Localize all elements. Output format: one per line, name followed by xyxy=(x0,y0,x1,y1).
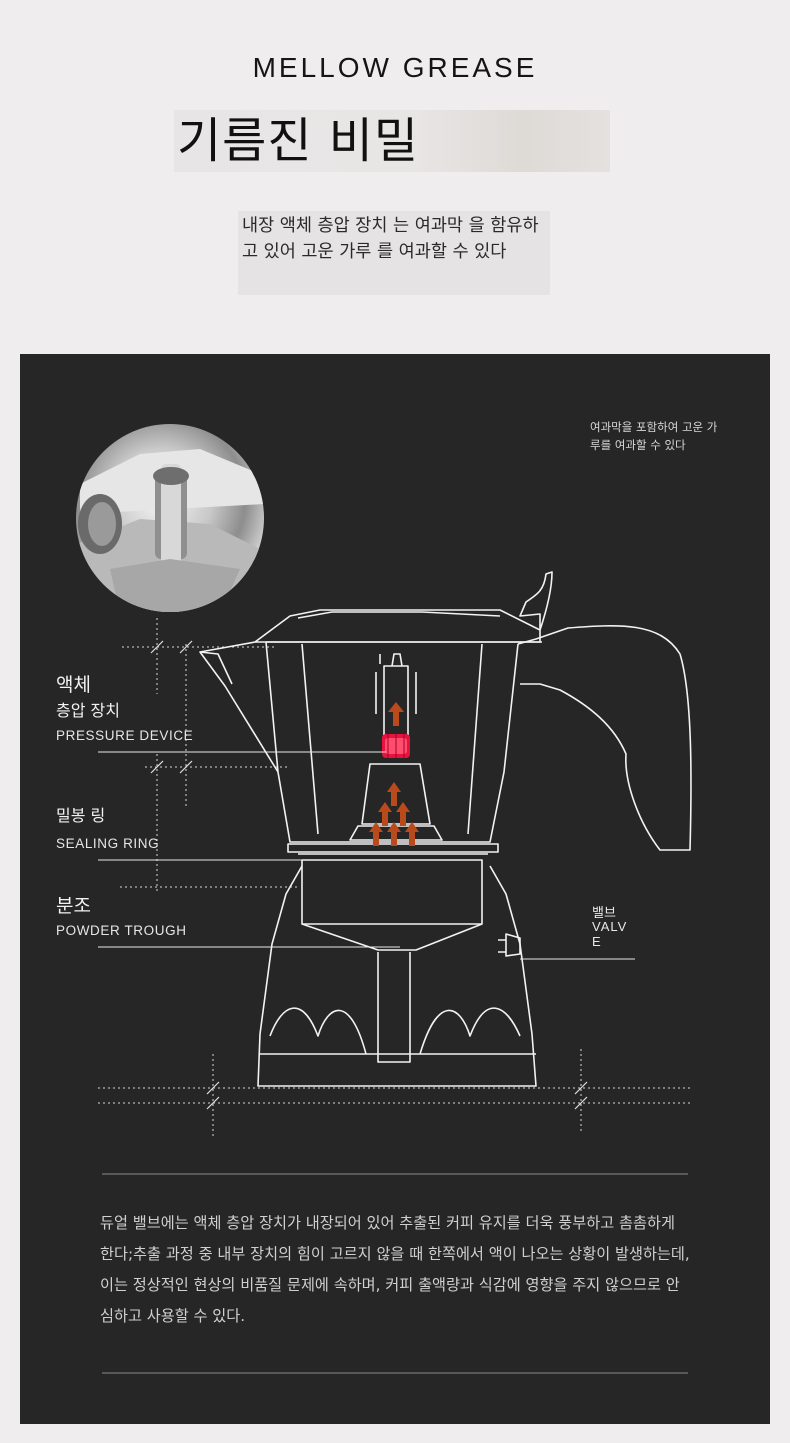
powder-label-ko: 분조 xyxy=(56,895,91,917)
diagram-panel: 여과막을 포함하여 고운 가루를 여과할 수 있다 액체 층압 장치 PRESS… xyxy=(20,354,770,1424)
pressure-label-ko-2: 층압 장치 xyxy=(56,701,120,720)
flow-arrows xyxy=(369,702,419,846)
dimension-ticks xyxy=(150,640,588,1110)
pressure-device xyxy=(382,734,410,758)
filter-note: 여과막을 포함하여 고운 가루를 여과할 수 있다 xyxy=(590,420,718,452)
sealing-label-en: SEALING RING xyxy=(56,836,160,851)
valve-label-en: VALVE xyxy=(592,919,628,949)
leader-lines xyxy=(98,751,635,960)
dimension-lines xyxy=(98,618,690,1139)
moka-pot-diagram xyxy=(76,424,692,1374)
description-text: 듀얼 밸브에는 액체 층압 장치가 내장되어 있어 추출된 커피 유지를 더욱 … xyxy=(100,1214,690,1325)
sealing-label-ko: 밀봉 링 xyxy=(56,806,106,825)
eyebrow-title: MELLOW GREASE xyxy=(252,52,538,83)
closeup-photo xyxy=(76,424,264,612)
title-background xyxy=(174,110,610,172)
page-title: 기름진 비밀 xyxy=(177,113,420,169)
moka-pot-outline xyxy=(199,571,692,1087)
pressure-label-ko-1: 액체 xyxy=(56,674,91,696)
dividers xyxy=(102,1173,688,1374)
valve-label-ko: 밸브 xyxy=(592,906,616,921)
powder-label-en: POWDER TROUGH xyxy=(56,923,187,938)
intro-text: 내장 액체 층압 장치 는 여과막 을 함유하고 있어 고운 가루 를 여과할 … xyxy=(242,216,539,262)
intro-background xyxy=(238,211,550,295)
pressure-label-en: PRESSURE DEVICE xyxy=(56,728,194,743)
